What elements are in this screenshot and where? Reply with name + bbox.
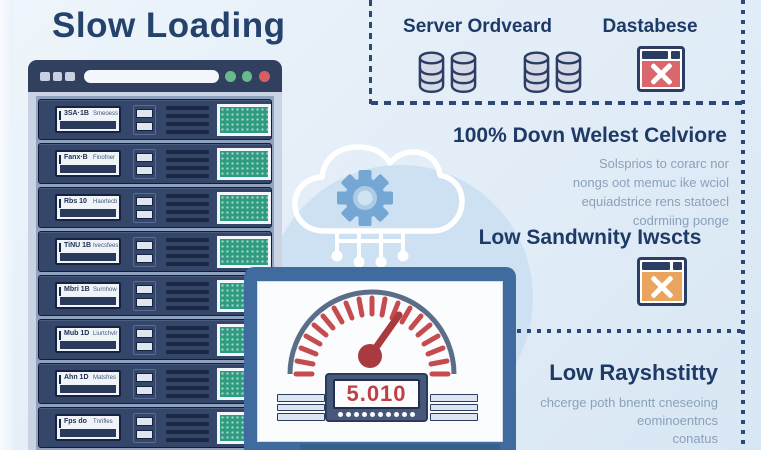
downtime-description: Solsprios to corarc nor nongs oot memuc … (445, 154, 729, 230)
description-line: nongs oot memuc ike wciol (572, 175, 729, 190)
titlebar-square-icon (40, 71, 50, 81)
vent-lines (166, 413, 209, 442)
speed-value: 5.010 (346, 381, 407, 406)
window-dot-green-icon (225, 70, 236, 82)
drive-buttons (132, 104, 157, 135)
database-icon (417, 50, 478, 95)
status-screen (216, 103, 271, 136)
downtime-heading: 100% Dovn Welest Celviore (453, 124, 727, 147)
laptop-vent-left (277, 394, 325, 422)
speed-display: 5.010 (333, 379, 420, 409)
status-screen (216, 191, 271, 224)
address-pill (83, 69, 220, 83)
description-line: Solsprios to corarc nor (598, 156, 729, 171)
description-line: eominoentncs (637, 413, 718, 428)
drive-buttons (132, 412, 157, 443)
window-dot-green-icon (241, 70, 253, 82)
dashed-divider-horizontal (371, 101, 742, 105)
reliability-heading: Low Rayshstitty (549, 360, 718, 385)
drive-buttons (132, 192, 157, 223)
laptop-base (300, 444, 500, 450)
drive-buttons (132, 324, 157, 355)
status-screen (216, 235, 271, 268)
server-overload-heading: Server Ordveard (403, 16, 552, 37)
vent-lines (166, 149, 209, 178)
vent-lines (166, 193, 209, 222)
description-line: equiadstrice rens statoecl (581, 194, 729, 209)
vent-lines (166, 281, 209, 310)
database-icon (522, 50, 583, 95)
vent-lines (166, 237, 209, 266)
speed-readout-panel: 5.010 (325, 373, 428, 422)
dotted-divider-bottom (517, 329, 741, 333)
reliability-description: chcerge poth bnentt cneseoing eominoentn… (440, 394, 718, 448)
error-x-icon (642, 61, 680, 87)
dotted-border-right (741, 0, 745, 450)
error-x-icon (642, 272, 682, 301)
laptop-vent-right (430, 394, 478, 422)
description-line: conatus (672, 431, 718, 446)
titlebar-square-icon (65, 71, 75, 81)
window-dot-red-icon (259, 70, 271, 82)
description-line: chcerge poth bnentt cneseoing (540, 395, 718, 410)
drive-buttons (132, 368, 157, 399)
vent-lines (166, 369, 209, 398)
rack-titlebar (28, 60, 282, 92)
dashed-divider-vertical (369, 0, 372, 104)
titlebar-square-icon (52, 71, 63, 81)
vent-lines (166, 325, 209, 354)
bandwidth-heading: Low Sandwnity Iwscts (478, 226, 702, 249)
database-error-icon (637, 46, 685, 92)
database-heading: Dastabese (602, 16, 698, 37)
description-line: codrmiing ponge (632, 213, 729, 228)
vent-lines (166, 105, 209, 134)
left-margin-strip (0, 0, 13, 450)
page-title: Slow Loading (52, 6, 286, 45)
drive-buttons (132, 148, 157, 179)
drive-buttons (132, 280, 157, 311)
status-screen (216, 147, 271, 180)
bandwidth-error-icon (637, 257, 687, 306)
drive-buttons (132, 236, 157, 267)
speed-dots (327, 412, 426, 417)
